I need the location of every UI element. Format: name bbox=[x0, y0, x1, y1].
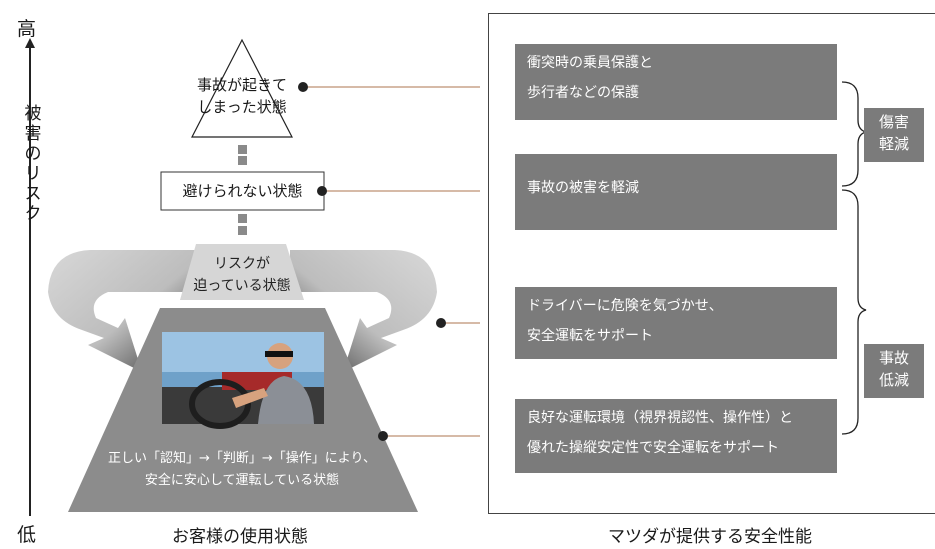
usage-state-diagram bbox=[48, 38, 480, 512]
driver-photo bbox=[162, 332, 324, 429]
category-line: 軽減 bbox=[878, 135, 909, 153]
safety-panel bbox=[488, 13, 935, 514]
dotted-connector bbox=[238, 145, 247, 154]
right-cycle-arrow bbox=[290, 250, 437, 372]
axis-label-char: ス bbox=[24, 184, 42, 204]
risk-state-text: リスクが 迫っている状態 bbox=[180, 253, 304, 297]
axis-low-label: 低 bbox=[17, 524, 37, 546]
normal-state-line1: 正しい「認知」→「判断」→「操作」により、 bbox=[107, 451, 376, 466]
accident-state-line1: 事故が起きて bbox=[196, 76, 287, 94]
brace-injury bbox=[841, 81, 867, 187]
axis-label-char: ク bbox=[24, 204, 42, 224]
feature-line: 優れた操縦安定性で安全運転をサポート bbox=[527, 440, 779, 456]
category-line: 低減 bbox=[878, 371, 909, 389]
risk-state-line1: リスクが bbox=[214, 256, 270, 272]
axis-high-label: 高 bbox=[17, 18, 37, 40]
risk-state-line2: 迫っている状態 bbox=[193, 278, 291, 294]
axis-label-char: 害 bbox=[24, 124, 42, 144]
brace-accident bbox=[841, 189, 867, 435]
connector-dot bbox=[317, 186, 327, 196]
connector-dot bbox=[298, 82, 308, 92]
unavoidable-state-text: 避けられない状態 bbox=[182, 182, 303, 200]
category-line: 傷害 bbox=[878, 113, 909, 131]
dotted-connector bbox=[238, 156, 247, 165]
normal-state-line2: 安全に安心して運転している状態 bbox=[144, 473, 340, 488]
feature-line: ドライバーに危険を気づかせ、 bbox=[527, 298, 723, 314]
dotted-connector bbox=[238, 214, 247, 223]
axis-label-char: の bbox=[24, 144, 42, 164]
left-cycle-arrow bbox=[48, 250, 195, 372]
feature-box-occupant-protection: 衝突時の乗員保護と 歩行者などの保護 bbox=[515, 44, 837, 120]
feature-line: 衝突時の乗員保護と bbox=[527, 55, 653, 71]
feature-box-danger-alert: ドライバーに危険を気づかせ、 安全運転をサポート bbox=[515, 287, 837, 359]
normal-state-text: 正しい「認知」→「判断」→「操作」により、 安全に安心して運転している状態 bbox=[92, 448, 392, 492]
risk-axis-arrow bbox=[25, 38, 35, 516]
connector-dot bbox=[436, 318, 446, 328]
axis-risk-label: 被害のリスク bbox=[23, 104, 43, 224]
feature-line: 安全運転をサポート bbox=[527, 328, 653, 344]
category-accident-reduction: 事故 低減 bbox=[864, 344, 924, 398]
feature-box-driving-environment: 良好な運転環境（視界視認性、操作性）と 優れた操縦安定性で安全運転をサポート bbox=[515, 399, 837, 473]
accident-state-line2: しまった状態 bbox=[197, 98, 287, 116]
category-line: 事故 bbox=[878, 349, 909, 367]
feature-box-damage-reduction: 事故の被害を軽減 bbox=[515, 154, 837, 230]
axis-label-char: リ bbox=[24, 164, 42, 184]
axis-label-char: 被 bbox=[24, 104, 42, 124]
safety-performance-caption: マツダが提供する安全性能 bbox=[608, 527, 812, 547]
accident-triangle bbox=[191, 38, 293, 138]
feature-line: 事故の被害を軽減 bbox=[527, 180, 639, 196]
risk-band bbox=[180, 244, 304, 300]
feature-line: 歩行者などの保護 bbox=[527, 85, 639, 101]
usage-state-caption: お客様の使用状態 bbox=[172, 527, 308, 547]
unavoidable-box bbox=[160, 171, 325, 211]
category-injury-reduction: 傷害 軽減 bbox=[864, 108, 924, 162]
connector-dot bbox=[378, 431, 388, 441]
dotted-connector bbox=[238, 226, 247, 235]
accident-state-text: 事故が起きて しまった状態 bbox=[172, 74, 312, 118]
feature-line: 良好な運転環境（視界視認性、操作性）と bbox=[527, 410, 793, 426]
